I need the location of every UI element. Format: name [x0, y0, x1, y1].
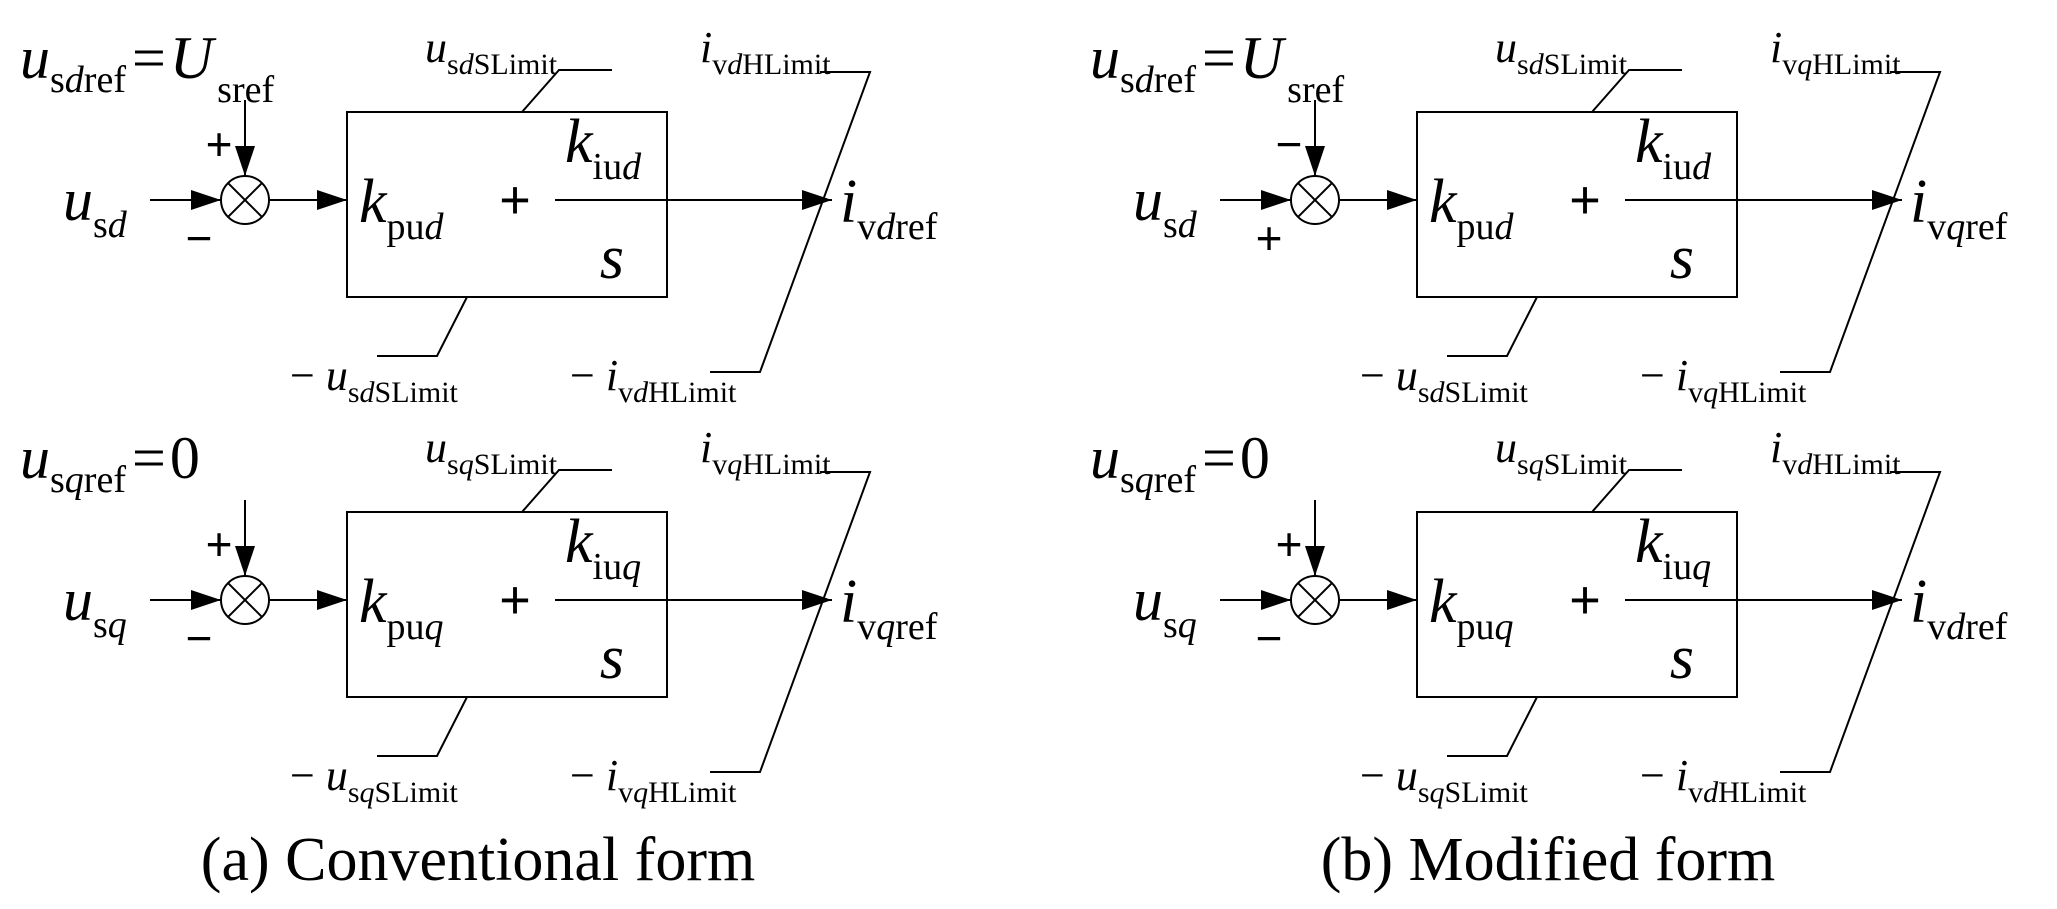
p1-l0-output-label: ivqref — [1910, 168, 2008, 248]
p1-l1-lim-top-label: ivdHLimit — [1770, 423, 1901, 481]
p1-l1-input-label: usq — [1133, 567, 1197, 646]
p0-l0-output-label: ivdref — [840, 168, 938, 248]
p1-l1-s-denominator: s — [1670, 624, 1694, 692]
p1-l0-s-denominator: s — [1670, 224, 1694, 292]
p0-l1-sat-top-leader — [521, 469, 612, 513]
p0-l1-kp-term: kpuq — [359, 568, 444, 648]
p0-l0-hard-limit-line — [710, 71, 872, 373]
p1-l0-hard-limit-line — [1780, 71, 1942, 373]
panel-0-caption: (a) Conventional form — [201, 826, 755, 894]
p0-l0-plus-sign: + — [499, 170, 531, 230]
p1-l0-input-label: usd — [1133, 167, 1198, 246]
p0-l0-lim-bottom-label: − ivdHLimit — [570, 351, 737, 409]
p0-l0-sat-bottom-leader — [377, 296, 468, 357]
p0-l1-hard-limit-line — [710, 471, 872, 773]
p0-l0-ki-term: kiud — [565, 108, 642, 188]
p0-l1-pi-block — [346, 511, 668, 698]
p0-l1-s-denominator: s — [600, 624, 624, 692]
p0-l0-sat-bottom-label: − usdSLimit — [290, 351, 459, 409]
p1-l1-ki-term: kiuq — [1635, 508, 1711, 588]
p0-l0-bottom-sign: − — [186, 212, 213, 264]
p0-l1-sat-bottom-leader — [377, 696, 468, 757]
p1-l1-output-label: ivdref — [1910, 568, 2008, 648]
p1-l0-plus-sign: + — [1569, 170, 1601, 230]
p1-l1-sat-top-leader — [1591, 469, 1682, 513]
p1-l1-lim-bottom-label: − ivdHLimit — [1640, 751, 1807, 809]
p1-l0-ki-term: kiud — [1635, 108, 1712, 188]
p0-l0-pi-block — [346, 111, 668, 298]
p0-l1-plus-sign: + — [499, 570, 531, 630]
p1-l1-hard-limit-line — [1780, 471, 1942, 773]
p1-l0-lim-top-label: ivqHLimit — [1770, 23, 1901, 81]
p1-l1-sat-top-label: usqSLimit — [1495, 423, 1628, 481]
p1-l1-bottom-sign: − — [1256, 612, 1283, 664]
p1-l0-pi-block — [1416, 111, 1738, 298]
panel-1-caption: (b) Modified form — [1321, 826, 1776, 894]
p0-l1-bottom-sign: − — [186, 612, 213, 664]
p0-l1-junction-cross-b — [227, 582, 263, 618]
p1-l0-top-sign: − — [1276, 118, 1303, 170]
p1-l0-lim-bottom-label: − ivqHLimit — [1640, 351, 1807, 409]
p1-l0-sat-top-leader — [1591, 69, 1682, 113]
p0-l1-output-label: ivqref — [840, 568, 938, 648]
p0-l1-reference-label: usqref=0 — [20, 425, 200, 501]
p1-l1-top-sign: + — [1276, 518, 1303, 570]
p0-l1-sat-bottom-label: − usqSLimit — [290, 751, 459, 809]
p1-l1-plus-sign: + — [1569, 570, 1601, 630]
p1-l0-sat-bottom-label: − usdSLimit — [1360, 351, 1529, 409]
p1-l1-kp-term: kpuq — [1429, 568, 1514, 648]
p0-l1-ki-term: kiuq — [565, 508, 641, 588]
p1-l0-kp-term: kpud — [1429, 168, 1515, 248]
p0-l0-kp-term: kpud — [359, 168, 445, 248]
p0-l0-lim-top-label: ivdHLimit — [700, 23, 831, 81]
p0-l0-top-sign: + — [206, 118, 233, 170]
p0-l1-sat-top-label: usqSLimit — [425, 423, 558, 481]
p1-l0-sat-top-label: usdSLimit — [1495, 23, 1628, 81]
p0-l0-sat-top-leader — [521, 69, 612, 113]
p1-l1-pi-block — [1416, 511, 1738, 698]
p1-l1-junction-cross-b — [1297, 582, 1333, 618]
p1-l0-sat-bottom-leader — [1447, 296, 1538, 357]
p0-l1-input-label: usq — [63, 567, 127, 646]
p1-l1-reference-label: usqref=0 — [1090, 425, 1270, 501]
p0-l1-top-sign: + — [206, 518, 233, 570]
p0-l0-input-label: usd — [63, 167, 128, 246]
p0-l0-junction-cross-b — [227, 182, 263, 218]
p1-l0-junction-cross-b — [1297, 182, 1333, 218]
p0-l0-s-denominator: s — [600, 224, 624, 292]
p1-l1-sat-bottom-leader — [1447, 696, 1538, 757]
p1-l0-bottom-sign: + — [1256, 212, 1283, 264]
p0-l0-sat-top-label: usdSLimit — [425, 23, 558, 81]
p1-l1-sat-bottom-label: − usqSLimit — [1360, 751, 1529, 809]
p0-l1-lim-top-label: ivqHLimit — [700, 423, 831, 481]
p0-l1-lim-bottom-label: − ivqHLimit — [570, 751, 737, 809]
